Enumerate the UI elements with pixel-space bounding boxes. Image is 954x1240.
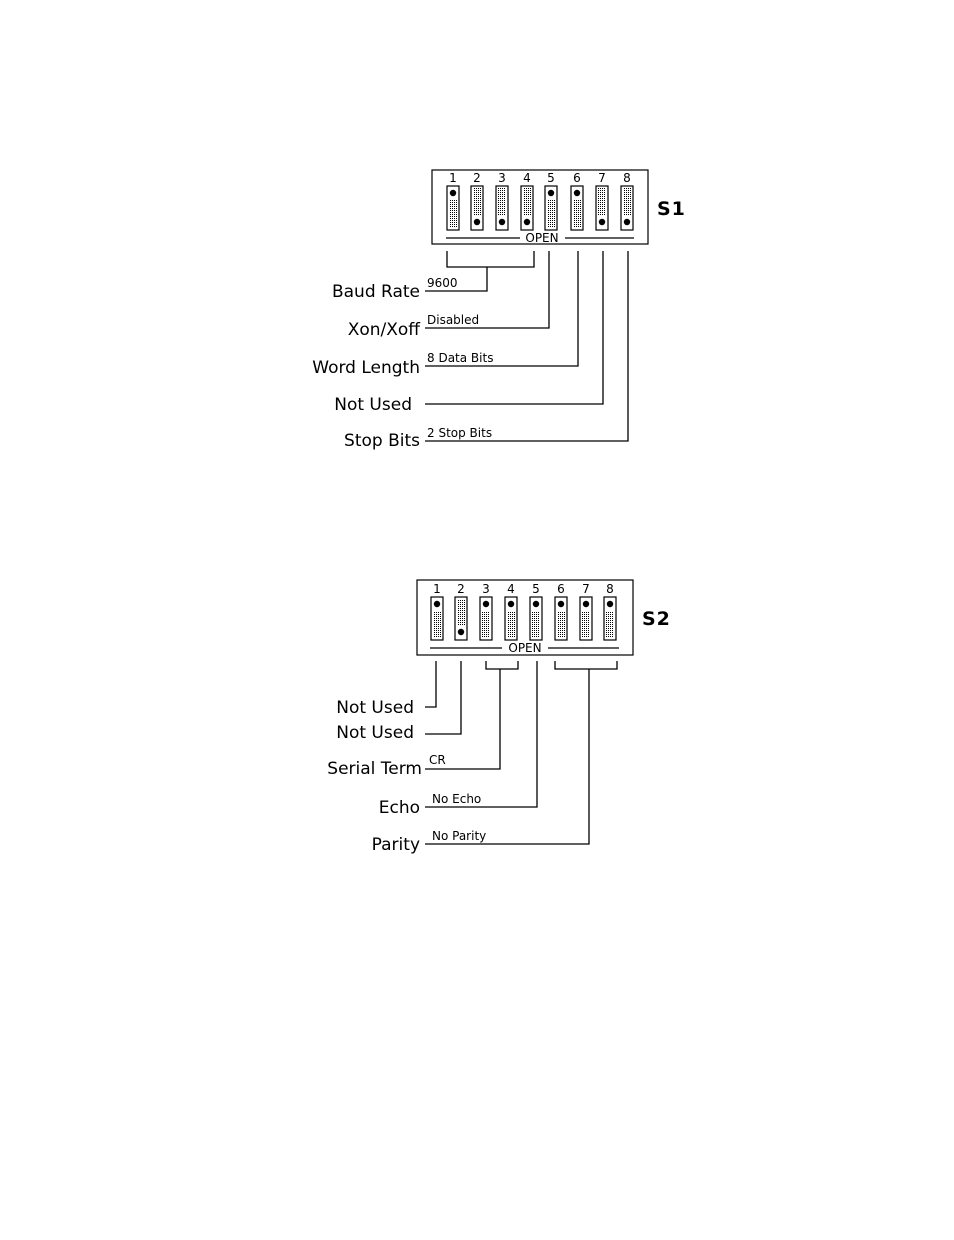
s2-toggle-3[interactable] bbox=[479, 596, 493, 641]
s2-toggle-4[interactable] bbox=[504, 596, 518, 641]
s2-leader-echo bbox=[425, 661, 538, 808]
switch-block-s2: S2 1 2 3 4 5 6 7 8 OPEN Not Used Not Used Seria… bbox=[327, 579, 671, 855]
s2-leader-parity bbox=[425, 669, 590, 845]
s2-setting-label-not-used-2: Not Used bbox=[336, 723, 414, 743]
s1-position-number-7: 7 bbox=[598, 171, 606, 185]
s1-position-number-6: 6 bbox=[573, 171, 581, 185]
s1-position-number-4: 4 bbox=[523, 171, 531, 185]
s1-leader-word bbox=[425, 251, 579, 367]
s1-toggle-4[interactable] bbox=[520, 185, 534, 231]
s2-toggle-8[interactable] bbox=[603, 596, 617, 641]
s2-setting-value-serial-term: CR bbox=[429, 753, 446, 767]
s1-leader-stop bbox=[425, 251, 629, 442]
s2-position-number-1: 1 bbox=[433, 582, 441, 596]
s2-leader-serial-term bbox=[425, 669, 501, 770]
s2-open-label: OPEN bbox=[508, 641, 541, 655]
s2-setting-label-parity: Parity bbox=[372, 835, 420, 855]
s2-position-number-2: 2 bbox=[457, 582, 465, 596]
s1-bracket-1-4 bbox=[446, 251, 535, 268]
s1-switch-housing bbox=[431, 169, 649, 245]
s1-setting-value-word-length: 8 Data Bits bbox=[427, 351, 493, 365]
s2-position-number-4: 4 bbox=[507, 582, 515, 596]
s1-toggle-5[interactable] bbox=[544, 185, 558, 231]
s1-setting-value-stop-bits: 2 Stop Bits bbox=[427, 426, 492, 440]
s2-setting-label-not-used-1: Not Used bbox=[336, 698, 414, 718]
s1-leader-baud bbox=[425, 267, 488, 292]
s1-toggle-2[interactable] bbox=[470, 185, 484, 231]
s2-bracket-3-4 bbox=[485, 661, 519, 670]
s1-title: S1 bbox=[657, 198, 686, 220]
s2-toggle-7[interactable] bbox=[579, 596, 593, 641]
s1-setting-label-stop-bits: Stop Bits bbox=[344, 431, 420, 451]
s1-toggle-6[interactable] bbox=[570, 185, 584, 231]
s2-setting-label-serial-term: Serial Term bbox=[327, 759, 422, 779]
s1-position-number-5: 5 bbox=[547, 171, 555, 185]
s1-setting-label-word-length: Word Length bbox=[312, 358, 420, 378]
s2-position-number-3: 3 bbox=[482, 582, 490, 596]
s2-position-number-6: 6 bbox=[557, 582, 565, 596]
s2-setting-value-parity: No Parity bbox=[432, 829, 486, 843]
s1-toggle-7[interactable] bbox=[595, 185, 609, 231]
s1-setting-value-baud-rate: 9600 bbox=[427, 276, 458, 290]
s1-position-number-1: 1 bbox=[449, 171, 457, 185]
s1-setting-label-xon-xoff: Xon/Xoff bbox=[348, 320, 422, 340]
s1-toggle-3[interactable] bbox=[495, 185, 509, 231]
s1-toggle-1[interactable] bbox=[446, 185, 460, 231]
s2-title: S2 bbox=[642, 608, 671, 630]
s1-open-label: OPEN bbox=[525, 231, 558, 245]
s1-position-number-2: 2 bbox=[473, 171, 481, 185]
s2-setting-value-echo: No Echo bbox=[432, 792, 481, 806]
s2-setting-label-echo: Echo bbox=[379, 798, 420, 818]
s2-bracket-6-8 bbox=[554, 661, 618, 670]
s1-leader-xon bbox=[425, 251, 550, 329]
s1-toggle-8[interactable] bbox=[620, 185, 634, 231]
s1-setting-label-baud-rate: Baud Rate bbox=[332, 282, 420, 302]
s2-position-number-7: 7 bbox=[582, 582, 590, 596]
s2-leader-notused-1 bbox=[425, 661, 437, 708]
s2-position-number-5: 5 bbox=[532, 582, 540, 596]
s1-position-number-3: 3 bbox=[498, 171, 506, 185]
s2-position-number-8: 8 bbox=[606, 582, 614, 596]
s2-toggle-5[interactable] bbox=[529, 596, 543, 641]
s1-position-number-8: 8 bbox=[623, 171, 631, 185]
s2-toggle-1[interactable] bbox=[430, 596, 444, 641]
s1-leader-notused bbox=[425, 251, 604, 405]
s1-setting-label-not-used: Not Used bbox=[334, 395, 412, 415]
s2-toggle-6[interactable] bbox=[554, 596, 568, 641]
s2-toggle-2[interactable] bbox=[454, 596, 468, 641]
s1-setting-value-xon-xoff: Disabled bbox=[427, 313, 479, 327]
s2-leader-notused-2 bbox=[425, 661, 462, 735]
s2-switch-housing bbox=[416, 579, 634, 656]
switch-block-s1: S1 1 2 3 4 5 6 7 8 OPEN Baud Rate Xon/Xoff Word… bbox=[312, 169, 686, 451]
